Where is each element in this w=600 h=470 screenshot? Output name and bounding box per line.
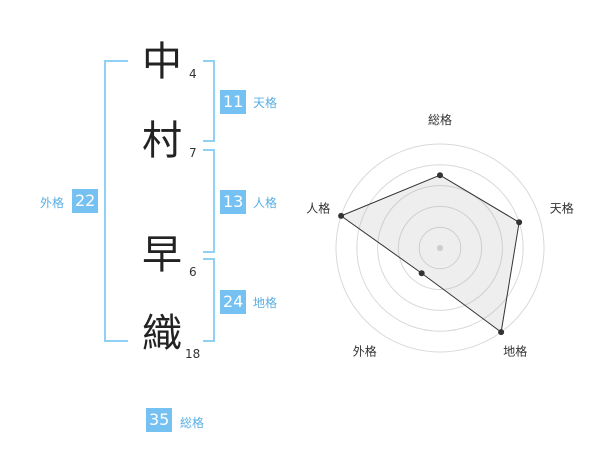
radar-grid-ring	[356, 164, 524, 332]
radar-axis-label: 人格	[306, 200, 330, 215]
chikaku-bracket	[203, 258, 215, 342]
tenkaku-bracket	[203, 60, 215, 142]
radar-data-point	[338, 212, 345, 219]
name-char-1: 中	[142, 39, 182, 85]
radar-data-point	[516, 219, 523, 226]
stroke-count-4: 18	[185, 347, 201, 361]
chikaku-value: 24	[220, 290, 247, 314]
radar-axis-label: 地格	[503, 344, 527, 359]
soukaku-value: 35	[146, 408, 173, 432]
stroke-count-3: 6	[189, 265, 197, 279]
radar-grid-ring	[397, 205, 483, 291]
tenkaku-label: 天格	[253, 96, 278, 110]
jinkaku-label: 人格	[253, 196, 278, 210]
chikaku-label: 地格	[253, 296, 278, 310]
radar-axis-label: 外格	[353, 344, 377, 359]
radar-data-point	[437, 172, 443, 179]
name-char-4: 織	[142, 311, 182, 357]
gaikaku-value: 22	[72, 189, 99, 213]
name-char-2: 村	[142, 118, 182, 164]
radar-series-area	[340, 174, 520, 334]
radar-center-dot	[437, 245, 443, 251]
radar-data-point	[418, 270, 425, 277]
radar-axis-label: 天格	[550, 200, 574, 215]
jinkaku-bracket	[203, 149, 215, 253]
name-char-3: 早	[142, 232, 182, 278]
stroke-count-1: 4	[189, 67, 197, 81]
gaikaku-label: 外格	[40, 196, 65, 210]
radar-grid-ring	[335, 143, 545, 353]
radar-axis-label: 総格	[428, 112, 452, 127]
stroke-count-2: 7	[189, 146, 197, 160]
radar-grid-ring	[418, 226, 462, 270]
gaikaku-bracket	[104, 60, 128, 342]
radar-grid-ring	[377, 185, 503, 311]
jinkaku-value: 13	[220, 190, 247, 214]
radar-data-point	[498, 329, 505, 336]
tenkaku-value: 11	[220, 90, 247, 114]
soukaku-label: 総格	[180, 416, 205, 430]
